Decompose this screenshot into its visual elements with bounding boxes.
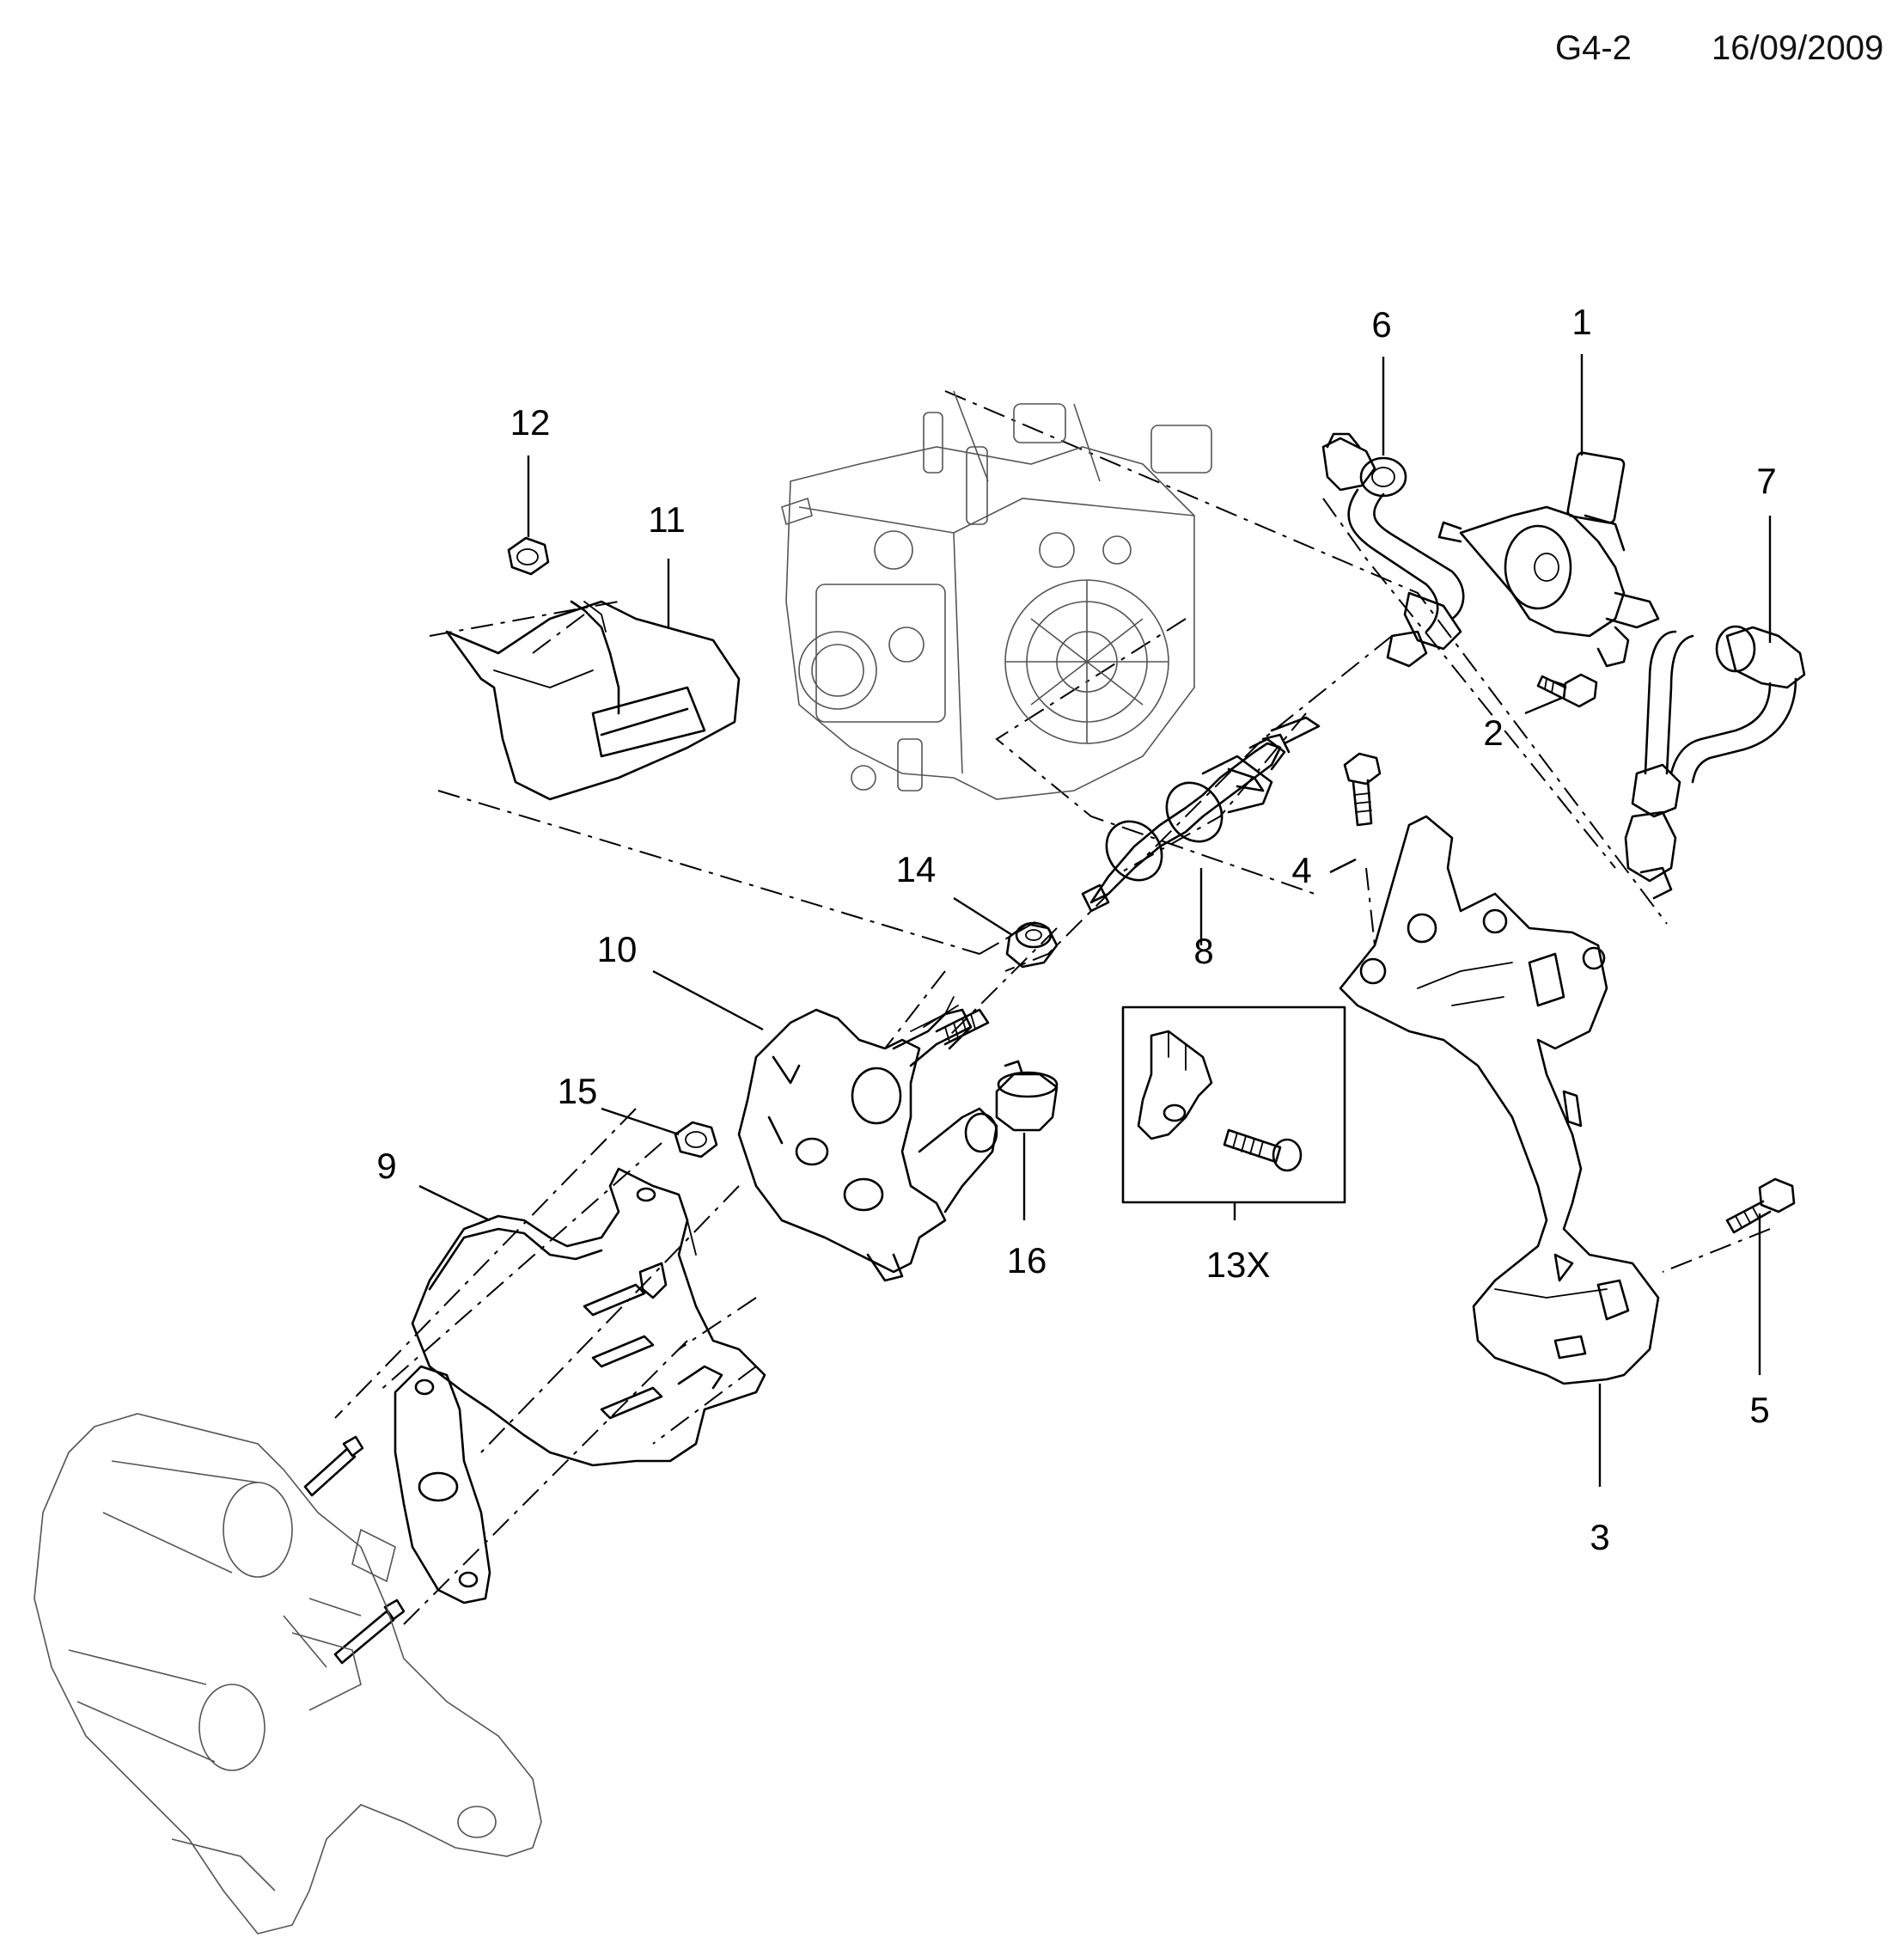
leader-lines bbox=[418, 354, 1772, 1487]
high-pressure-pump bbox=[781, 390, 1212, 800]
part-9-exhaust-shield bbox=[411, 1167, 766, 1467]
part-3-bracket bbox=[1339, 815, 1660, 1385]
part-6-return-hose bbox=[1321, 432, 1465, 668]
callout-7: 7 bbox=[1756, 461, 1777, 501]
callout-11: 11 bbox=[648, 499, 686, 540]
diagram-date: 16/09/2009 bbox=[1712, 29, 1884, 67]
assembly-lines bbox=[334, 390, 1771, 1625]
part-5-bolt bbox=[1725, 1177, 1796, 1234]
callout-10: 10 bbox=[596, 929, 638, 969]
callout-12: 12 bbox=[510, 402, 551, 443]
part-15-nut bbox=[674, 1121, 718, 1158]
part-8-injector bbox=[1081, 716, 1321, 913]
part-11-heat-shield bbox=[445, 600, 741, 801]
callout-8: 8 bbox=[1193, 931, 1214, 971]
callout-4: 4 bbox=[1291, 850, 1312, 890]
part-13x-kit-box bbox=[1121, 1006, 1346, 1204]
callout-15: 15 bbox=[557, 1071, 598, 1111]
exhaust-manifold bbox=[34, 1413, 542, 1935]
callout-6: 6 bbox=[1371, 304, 1392, 345]
callout-5: 5 bbox=[1749, 1390, 1770, 1430]
part-7-supply-hose bbox=[1624, 625, 1806, 900]
callout-9: 9 bbox=[376, 1146, 397, 1186]
figure-code: G4-2 bbox=[1555, 29, 1632, 67]
callout-1: 1 bbox=[1571, 302, 1592, 342]
studs bbox=[303, 1435, 406, 1665]
part-16-clamp bbox=[995, 1060, 1059, 1132]
callout-13x: 13X bbox=[1205, 1244, 1271, 1285]
part-1-sensor bbox=[1437, 451, 1660, 668]
callout-3: 3 bbox=[1590, 1517, 1610, 1557]
part-12-nut bbox=[507, 536, 550, 576]
callout-2: 2 bbox=[1483, 712, 1504, 753]
part-10-injector-holder bbox=[737, 996, 998, 1282]
part-2-bolt bbox=[1536, 673, 1598, 708]
part-4-bolt bbox=[1343, 752, 1382, 827]
callout-14: 14 bbox=[895, 849, 937, 889]
callout-16: 16 bbox=[1006, 1240, 1047, 1281]
part-14-seal bbox=[1005, 921, 1059, 969]
gasket bbox=[394, 1365, 491, 1605]
